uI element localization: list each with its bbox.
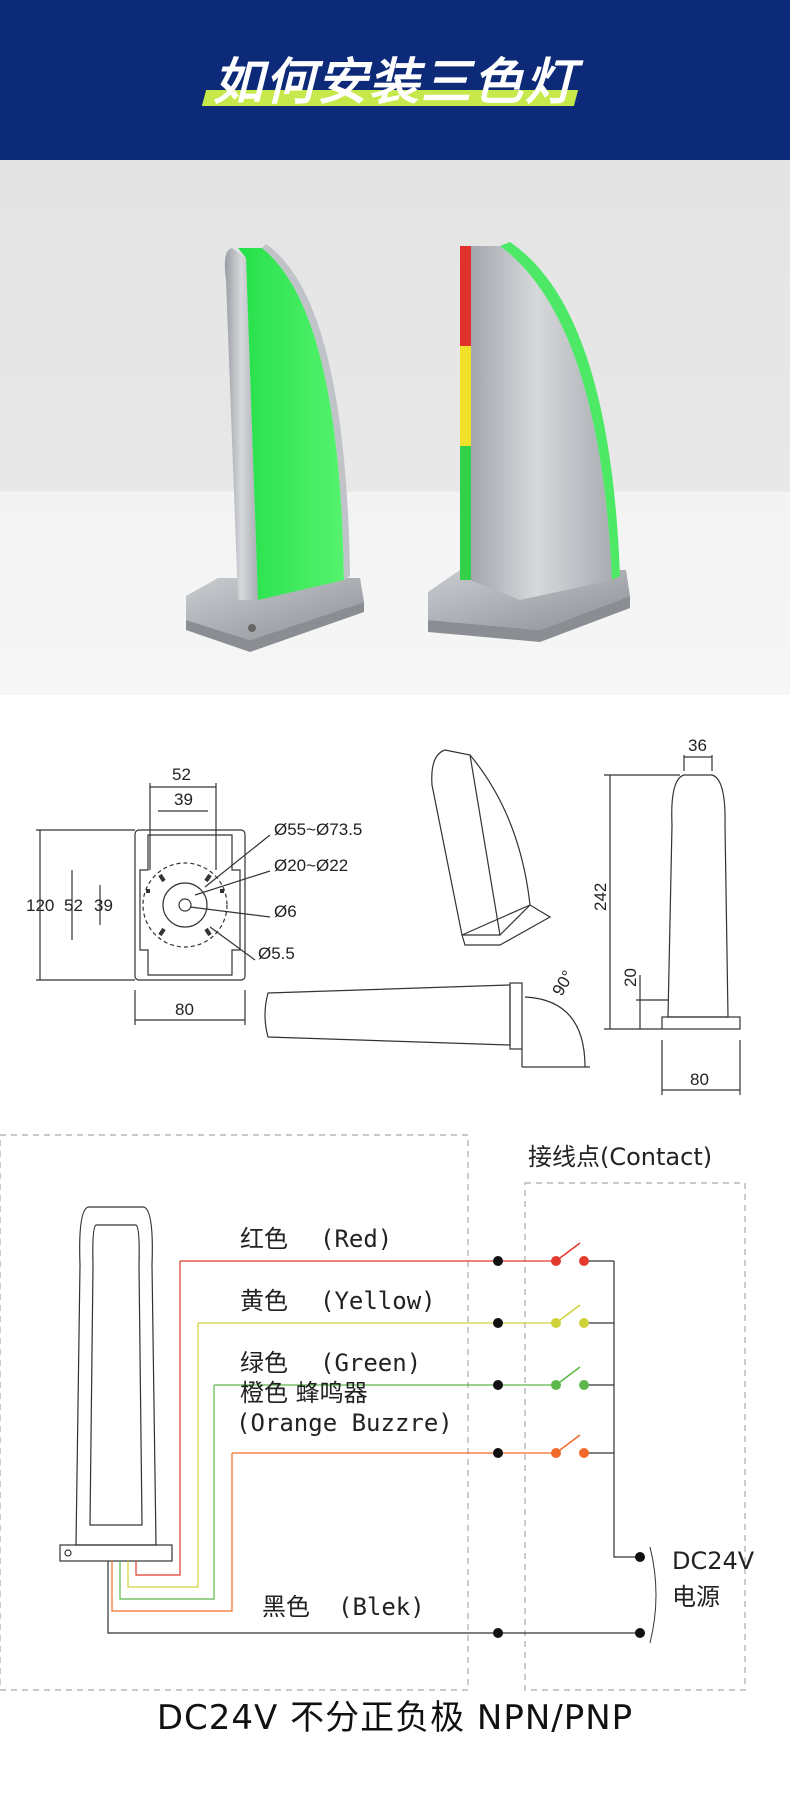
page-header: 如何安装三色灯 [0,0,790,160]
wiring-diagram: 接线点(Contact) 红色 (Red) 黄色 (Yellow) 绿色 (Gr… [0,1115,790,1695]
product-photo [0,160,790,695]
wire-green-cn: 绿色 [240,1349,288,1377]
wire-green-en: (Green) [320,1349,421,1377]
dim-height-outer: 120 [26,896,54,915]
dim-top-width: 36 [688,736,707,755]
red-segment [460,246,471,346]
left-light-base [186,578,364,640]
wire-orange-en: (Orange Buzzre) [236,1409,453,1437]
page-title: 如何安装三色灯 [213,53,577,111]
left-light-lens [238,248,344,600]
dim-total-height: 242 [591,883,610,911]
right-light-shell [460,246,612,600]
dim-height-inner: 39 [94,896,113,915]
wire-red-cn: 红色 [240,1225,288,1253]
left-light-frame [224,248,258,600]
dim-hole-3: Ø6 [274,902,297,921]
wire-red-en: (Red) [320,1225,392,1253]
dim-base-height: 20 [621,968,640,987]
three-color-light-photo-icon [186,242,630,652]
dimension-drawings: 52 39 120 52 39 80 Ø55~Ø73.5 Ø20~Ø22 Ø6 … [0,695,790,1115]
yellow-segment [460,346,471,446]
dim-height-mid: 52 [64,896,83,915]
dim-hole-4: Ø5.5 [258,944,295,963]
contact-label: 接线点(Contact) [528,1143,712,1171]
dim-hole-2: Ø20~Ø22 [274,856,348,875]
dim-base-width: 80 [175,1000,194,1019]
footer-note: DC24V 不分正负极 NPN/PNP [156,1698,634,1738]
green-segment [460,446,471,580]
wire-yellow-cn: 黄色 [240,1287,288,1315]
wire-yellow-en: (Yellow) [320,1287,436,1315]
dim-width-inner: 39 [174,790,193,809]
wire-orange-cn: 橙色 蜂鸣器 [240,1379,368,1407]
wire-black-cn: 黑色 [262,1593,310,1621]
power-label-2: 电源 [672,1583,720,1611]
dim-hole-1: Ø55~Ø73.5 [274,820,362,839]
power-label-1: DC24V [672,1547,755,1575]
wire-black-en: (Blek) [338,1593,425,1621]
dim-front-base-width: 80 [690,1070,709,1089]
dim-angle: 90° [549,967,578,999]
dim-width-outer: 52 [172,765,191,784]
